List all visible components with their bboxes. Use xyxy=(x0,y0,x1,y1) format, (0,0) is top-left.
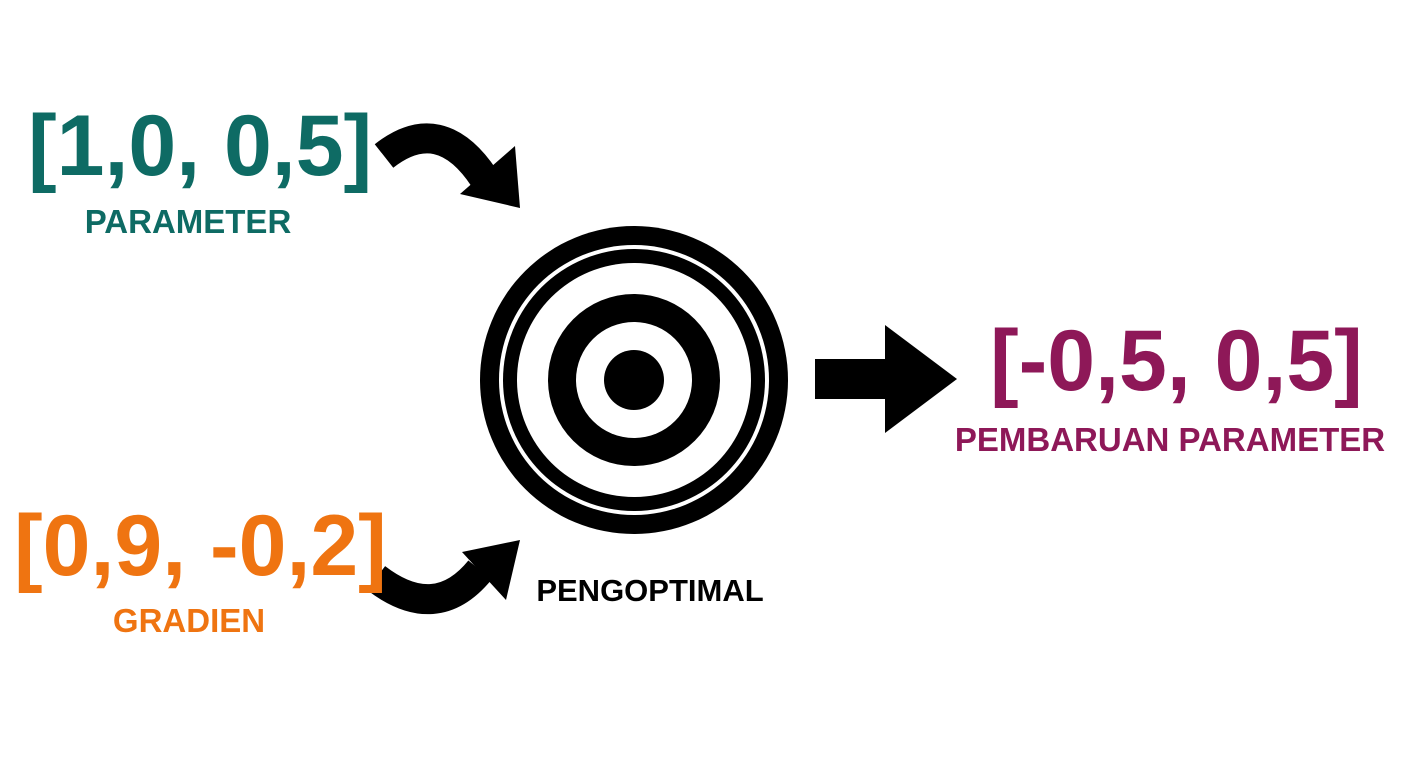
gradient-label: GRADIEN xyxy=(112,602,266,639)
parameter-label: PARAMETER xyxy=(84,203,292,240)
gradient-vector: [0,9, -0,2] xyxy=(14,498,387,594)
update-label: PEMBARUAN PARAMETER xyxy=(954,421,1386,458)
optimizer-to-update-arrow xyxy=(815,325,957,433)
update-vector: [-0,5, 0,5] xyxy=(990,313,1363,409)
target-icon xyxy=(480,226,788,534)
parameter-to-optimizer-arrow xyxy=(374,123,520,208)
parameter-vector: [1,0, 0,5] xyxy=(28,98,373,194)
optimizer-label: PENGOPTIMAL xyxy=(536,573,764,608)
gradient-to-optimizer-arrow xyxy=(366,540,520,614)
